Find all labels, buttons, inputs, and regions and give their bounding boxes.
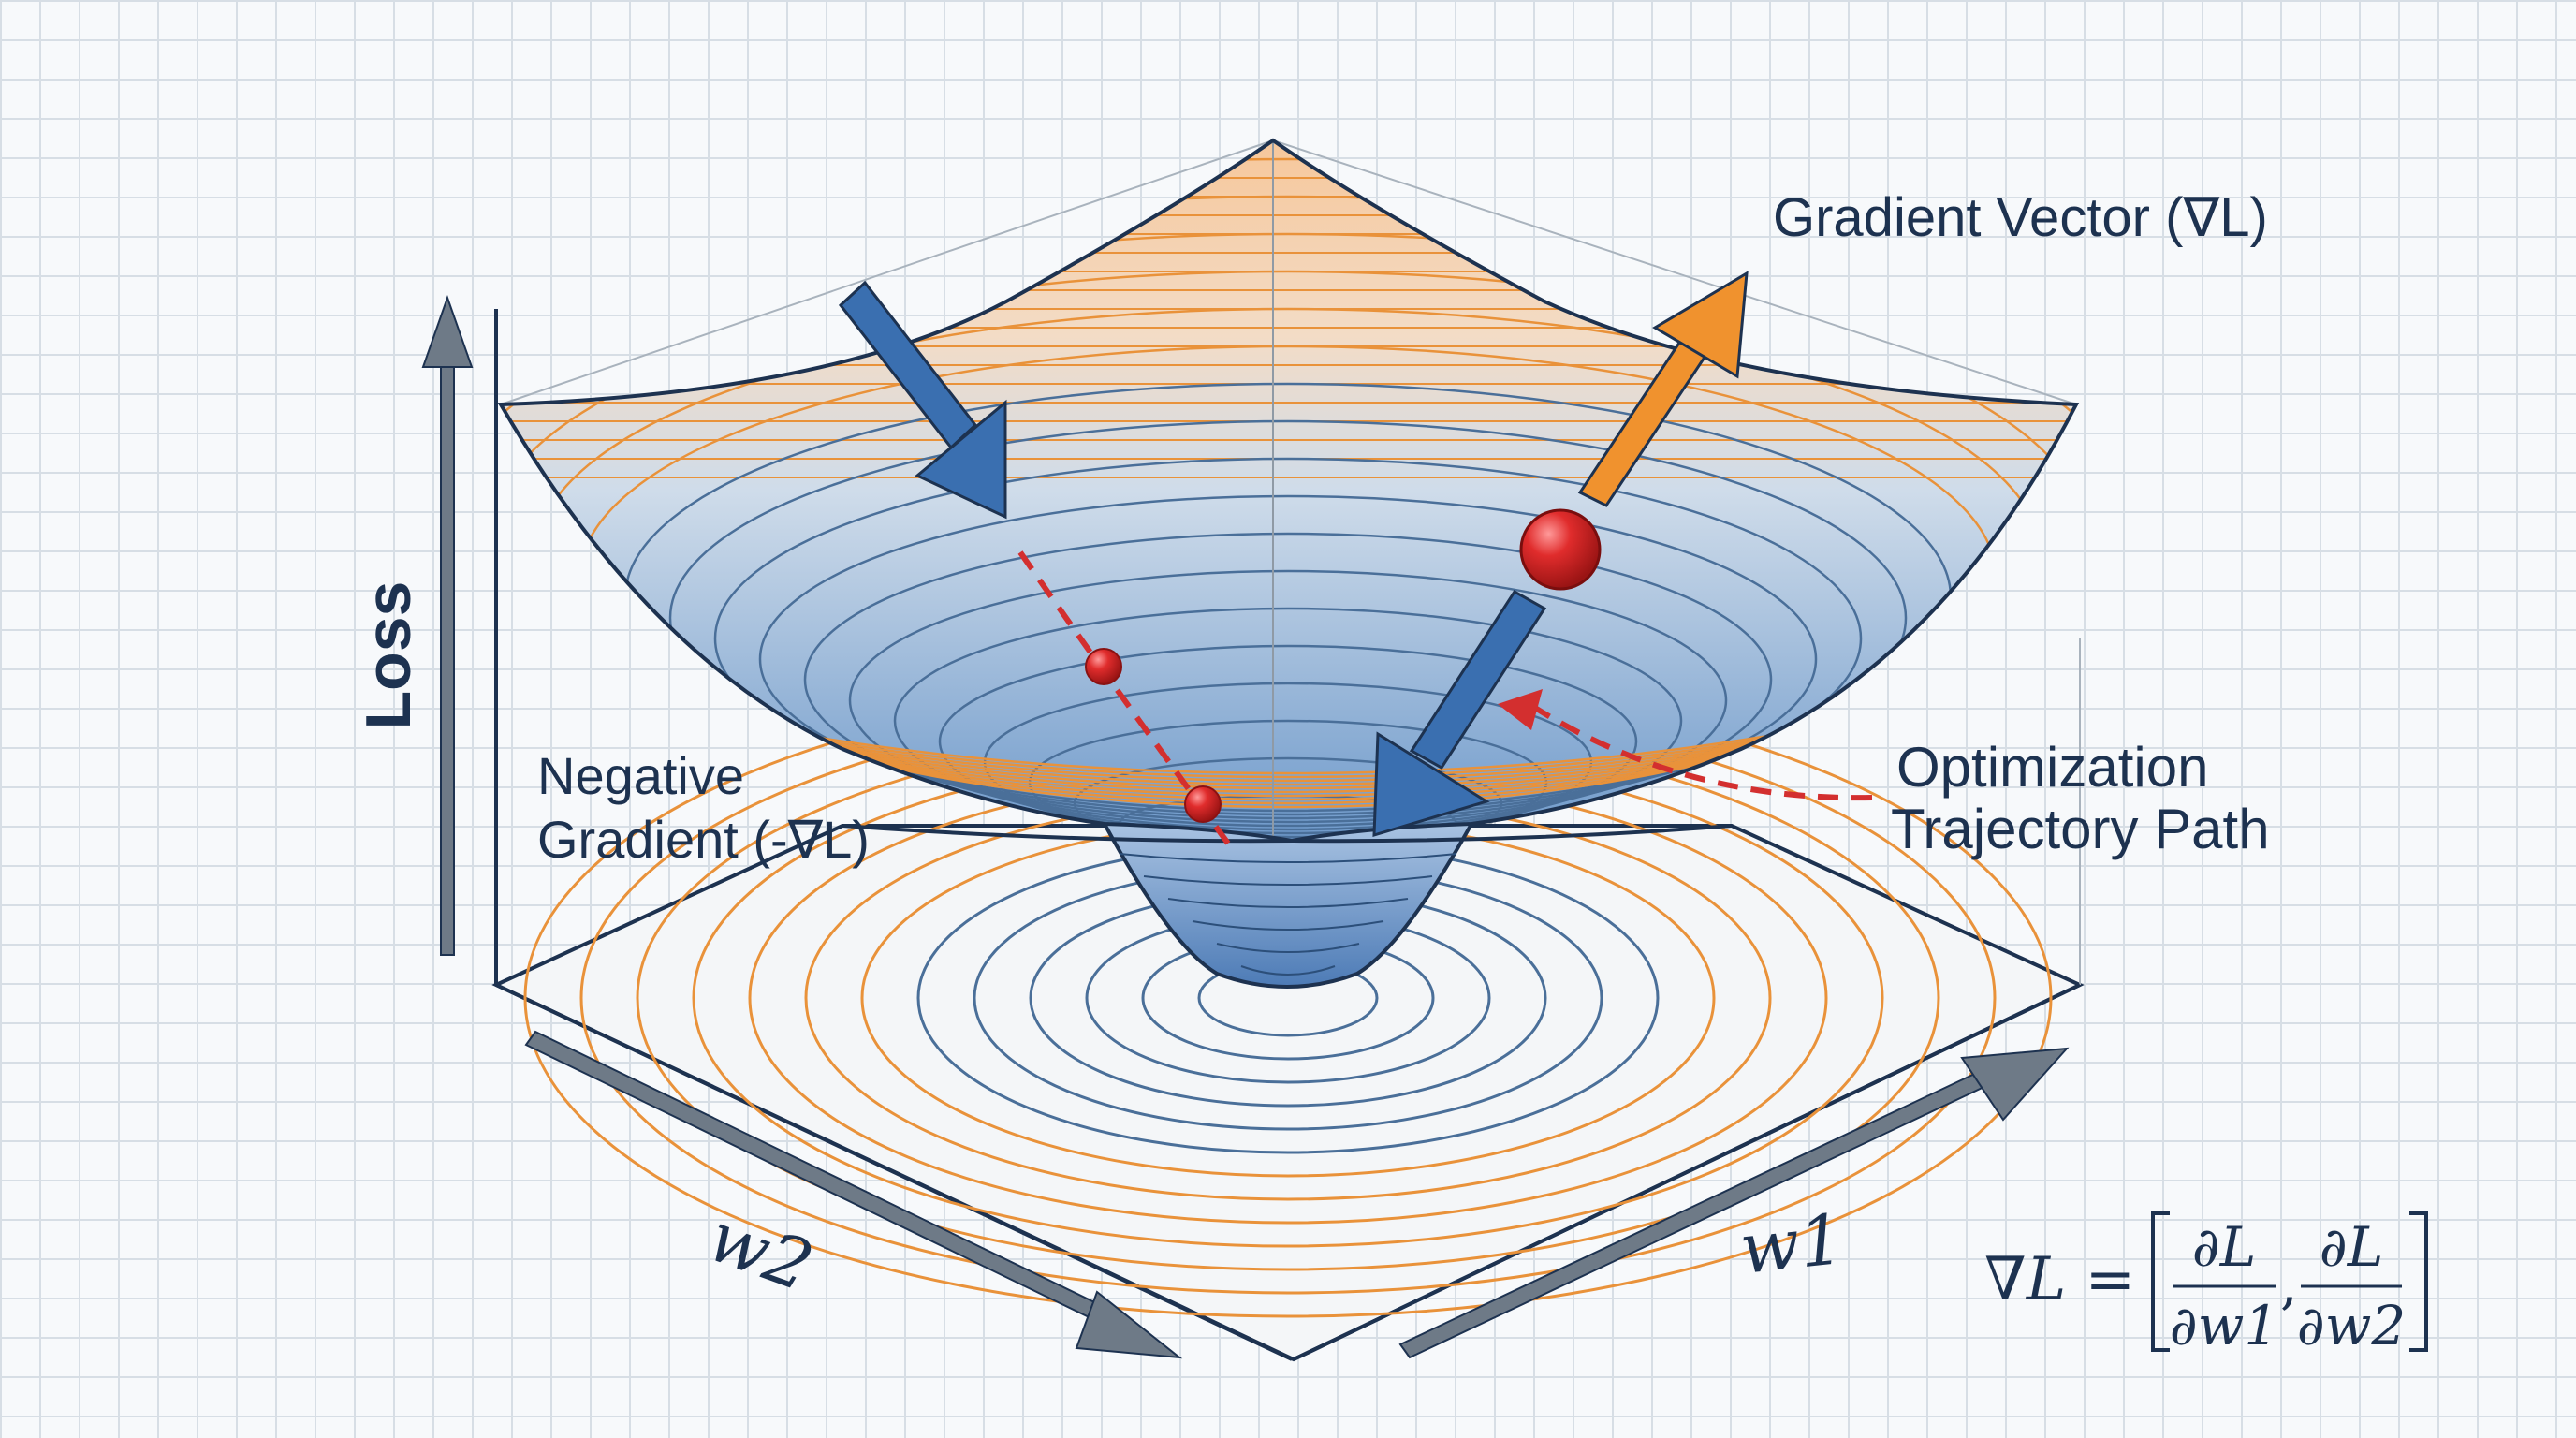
- bowl-contour-ring: [848, 569, 1728, 831]
- bowl-contour-ring: [501, 195, 2076, 794]
- negative-gradient-arrow-right: [1372, 590, 1547, 838]
- gradient-vector-label: Gradient Vector (∇L): [1773, 187, 2268, 248]
- bowl-contour-ring: [501, 140, 2076, 779]
- bowl-contour-ring: [713, 457, 1863, 820]
- w1-axis-label: w1: [1736, 1199, 1848, 1290]
- formula-left-bracket: [2151, 1211, 2170, 1352]
- current-point-ball: [1519, 508, 1602, 591]
- cone-contour-line: [1240, 965, 1336, 976]
- formula-numerator-1: ∂L: [2192, 1215, 2257, 1279]
- formula-comma: ,: [2280, 1253, 2297, 1316]
- trajectory-point-2: [1184, 785, 1222, 823]
- bowl-contour-ring: [803, 532, 1773, 828]
- bowl-contour-ring: [501, 140, 2076, 786]
- bowl-contour-ring: [501, 140, 2076, 783]
- bowl-rim-front: [842, 824, 1733, 844]
- cone-contour-line: [1167, 898, 1409, 908]
- bowl-surface: [501, 140, 2076, 841]
- bowl-contour-ring: [501, 232, 2076, 798]
- w1-axis-arrow: [1398, 1047, 2070, 1359]
- bowl-contour-ring: [501, 140, 2076, 775]
- bowl-contour-ring: [938, 644, 1638, 839]
- trajectory-label-line1: Optimization: [1896, 736, 2208, 799]
- formula-lhs: ∇L =: [1984, 1245, 2135, 1314]
- trajectory-pointer: [1533, 705, 1873, 801]
- formula-numerator-2: ∂L: [2320, 1215, 2384, 1279]
- cone-contour-line: [1192, 920, 1384, 931]
- bowl-contour-ring: [758, 494, 1818, 824]
- cone-contours: [1119, 853, 1457, 976]
- cone-contour-line: [1216, 943, 1360, 953]
- gradient-vector-arrow: [1577, 271, 1749, 507]
- cone-contour-line: [1119, 853, 1457, 863]
- negative-gradient-arrow-left: [838, 280, 1007, 520]
- trajectory-point-1: [1085, 648, 1122, 685]
- bowl-contour-ring: [501, 157, 2076, 790]
- trajectory-label-line2: Trajectory Path: [1891, 798, 2270, 860]
- base-plane: [491, 638, 2085, 1362]
- formula-denominator-1: ∂w1: [2170, 1294, 2279, 1357]
- bowl-contour-ring: [501, 270, 2076, 801]
- bowl-contour-ring: [668, 419, 1908, 816]
- cone-contour-line: [1143, 875, 1433, 886]
- gradient-formula: ∇L = ∂L ∂w1 , ∂L ∂w2: [1984, 1211, 2428, 1357]
- formula-denominator-2: ∂w2: [2297, 1294, 2407, 1357]
- negative-gradient-label-line2: Gradient (-∇L): [537, 810, 870, 869]
- trajectory-pointer-head: [1498, 689, 1543, 730]
- negative-gradient-label-line1: Negative: [537, 746, 744, 805]
- bowl-contour-ring: [893, 607, 1683, 835]
- loss-axis-label: Loss: [353, 581, 424, 730]
- bowl-cone: [1101, 822, 1475, 989]
- w2-axis-arrow: [524, 1030, 1183, 1359]
- formula-right-bracket: [2409, 1211, 2428, 1352]
- bowl-outline: [497, 138, 2080, 844]
- loss-axis-arrow: [421, 294, 474, 956]
